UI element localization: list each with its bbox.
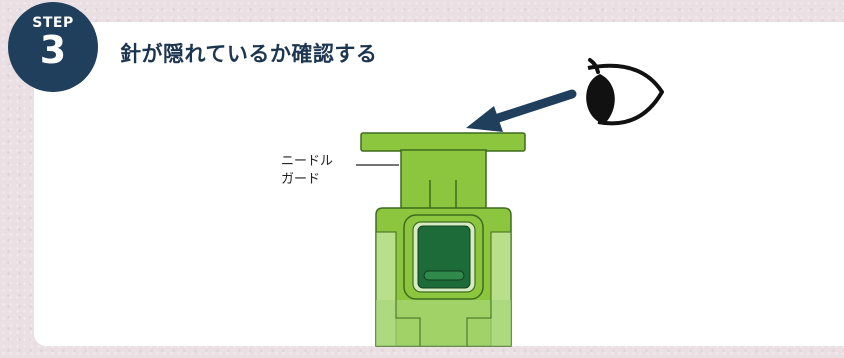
inspection-window <box>403 214 484 300</box>
needle-guard-label-line1: ニードル <box>281 154 334 169</box>
step-title: 針が隠れているか確認する <box>120 42 378 66</box>
step-badge: STEP 3 <box>8 2 98 92</box>
needle-guard-label-line2: ガード <box>281 172 321 187</box>
step-label: STEP <box>32 15 74 31</box>
needle-guard-flange <box>360 132 526 152</box>
arrow-icon <box>466 89 577 132</box>
eye-icon <box>586 58 664 126</box>
needle-guard-label: ニードル ガード <box>281 153 333 189</box>
step-number: 3 <box>39 28 67 72</box>
needle-guard <box>400 149 487 213</box>
